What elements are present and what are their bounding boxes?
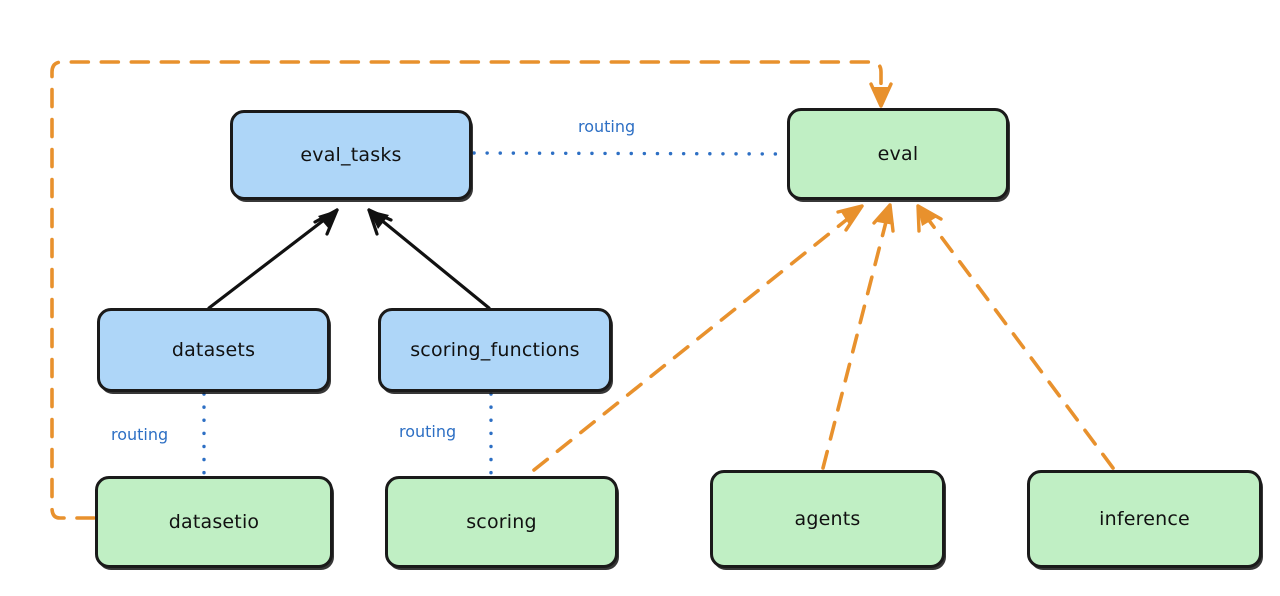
node-label: eval [877,143,919,165]
node-label: scoring_functions [410,339,580,361]
node-scoring[interactable]: scoring [385,476,618,568]
node-label: scoring [466,511,537,533]
node-label: datasets [171,339,256,361]
node-scoring-functions[interactable]: scoring_functions [378,308,612,392]
node-datasetio[interactable]: datasetio [95,476,333,568]
node-label: inference [1099,508,1190,530]
edge-inference-to-eval [916,204,1115,470]
node-agents[interactable]: agents [710,470,945,568]
edge-label-routing-datasets: routing [111,425,169,444]
edge-eval-tasks-to-eval [472,151,788,156]
node-eval[interactable]: eval [787,108,1009,200]
node-label: eval_tasks [300,144,402,166]
node-eval-tasks[interactable]: eval_tasks [230,110,472,200]
edge-label-routing-scoring-functions: routing [399,422,457,441]
edge-agents-to-eval [821,203,895,470]
node-label: datasetio [168,511,260,533]
edge-scoring-functions-to-eval-tasks [367,208,491,310]
node-inference[interactable]: inference [1027,470,1262,568]
edge-label-routing-eval-tasks: routing [578,117,636,136]
node-label: agents [794,508,861,530]
node-datasets[interactable]: datasets [97,308,330,392]
edge-datasets-to-eval-tasks [207,208,339,310]
